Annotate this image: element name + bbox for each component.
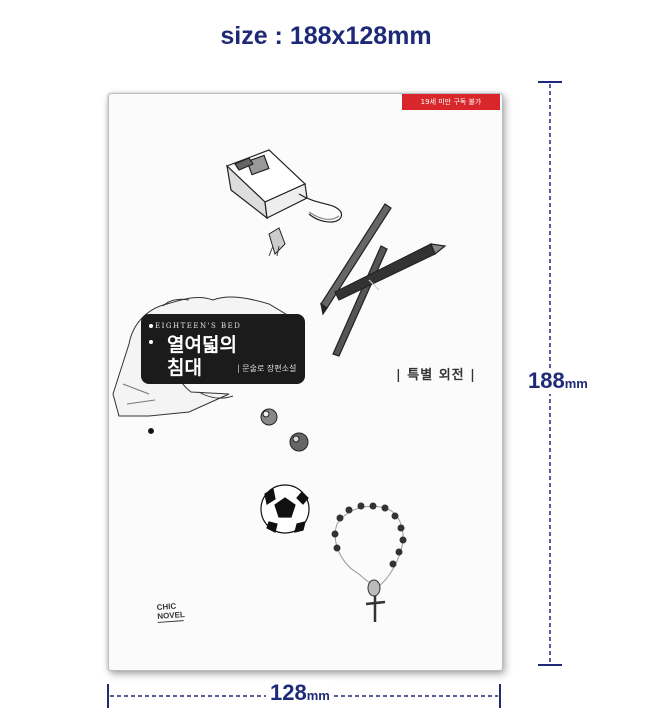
book-cover: 19세 미만 구독 불가 (108, 93, 503, 671)
width-value: 128 (270, 680, 307, 705)
soccer-ball-illustration (260, 484, 310, 534)
milk-carton-illustration (225, 149, 342, 223)
height-dimension-label: 188mm (528, 368, 588, 394)
rosary-illustration (331, 502, 407, 622)
width-unit: mm (306, 688, 330, 703)
clip-illustration (268, 227, 286, 257)
title-korean-line-2: 침대 (167, 357, 202, 379)
size-title: size : 188x128mm (220, 22, 432, 50)
height-unit: mm (564, 376, 588, 391)
pens-illustration (320, 203, 447, 357)
dot-decoration (149, 340, 153, 344)
publisher-logo: CHIC NOVEL (156, 601, 185, 623)
dot-decoration (149, 324, 153, 328)
marbles-illustration (148, 408, 309, 452)
title-card: EIGHTEEN'S BED 열여덟의 침대 | 문술로 장편소설 (141, 314, 305, 384)
edition-label: | 특별 외전 | (396, 368, 476, 383)
age-restriction-badge: 19세 미만 구독 불가 (402, 94, 500, 110)
height-value: 188 (528, 368, 565, 393)
title-korean: 열여덟의 침대 (167, 334, 257, 380)
publisher-line-2: NOVEL (156, 610, 186, 621)
author-label: | 문술로 장편소설 (237, 364, 297, 373)
width-dimension-label: 128mm (266, 680, 334, 706)
title-english: EIGHTEEN'S BED (155, 322, 242, 330)
title-korean-line-1: 열여덟의 (167, 334, 237, 356)
